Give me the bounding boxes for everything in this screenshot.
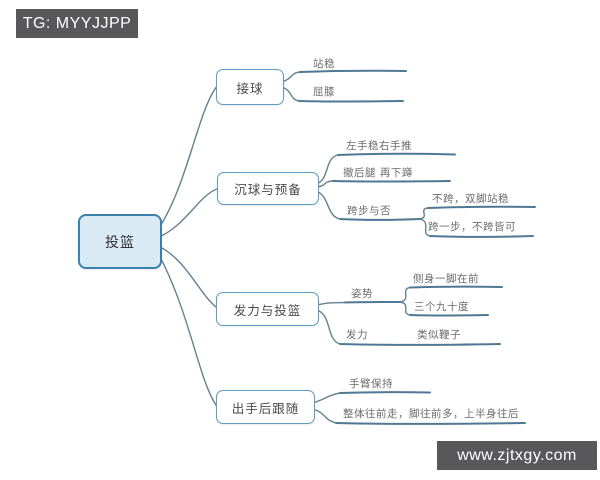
leaf-topic: 姿势 bbox=[351, 288, 373, 300]
leaf-topic: 站稳 bbox=[313, 58, 335, 70]
leaf-topic: 跨步与否 bbox=[347, 205, 391, 217]
subleaf-topic: 类似鞭子 bbox=[417, 329, 461, 341]
subleaf-topic: 三个九十度 bbox=[414, 301, 469, 313]
branch-node-power-and-shoot: 发力与投篮 bbox=[216, 292, 319, 326]
leaf-underline bbox=[339, 343, 501, 346]
leaf-underline bbox=[337, 152, 456, 156]
subleaf-topic: 不跨，双脚站稳 bbox=[432, 193, 509, 205]
leaf-underline bbox=[339, 218, 421, 221]
connector-line bbox=[316, 309, 341, 345]
leaf-underline bbox=[298, 100, 404, 103]
connector-line bbox=[156, 250, 217, 406]
branch-node-sink-and-prepare: 沉球与预备 bbox=[217, 172, 319, 205]
connector-line bbox=[315, 154, 339, 185]
connector-line bbox=[281, 71, 301, 83]
leaf-underline bbox=[409, 285, 503, 289]
leaf-underline bbox=[339, 391, 431, 394]
leaf-underline bbox=[429, 235, 534, 238]
connector-line bbox=[157, 245, 217, 308]
connector-line bbox=[315, 190, 341, 220]
leaf-underline bbox=[427, 205, 536, 209]
branch-node-catch-ball: 接球 bbox=[216, 69, 284, 105]
leaf-underline bbox=[299, 69, 407, 73]
watermark-url: www.zjtxgy.com bbox=[437, 441, 597, 470]
connector-line bbox=[312, 408, 337, 424]
connector-line bbox=[156, 188, 218, 239]
leaf-topic: 整体往前走，脚往前多，上半身往后 bbox=[343, 408, 519, 420]
leaf-topic: 撤后腿 再下蹲 bbox=[343, 167, 413, 179]
root-topic-node: 投篮 bbox=[78, 214, 162, 269]
leaf-topic: 左手稳右手推 bbox=[346, 140, 412, 152]
leaf-underline bbox=[409, 314, 489, 317]
leaf-underline bbox=[344, 301, 401, 304]
connector-line bbox=[316, 301, 346, 306]
subleaf-topic: 跨一步，不跨皆可 bbox=[428, 221, 516, 233]
leaf-topic: 发力 bbox=[346, 329, 368, 341]
connector-line bbox=[281, 86, 300, 102]
connector-line bbox=[312, 392, 341, 404]
connector-line bbox=[419, 218, 431, 237]
leaf-underline bbox=[332, 180, 451, 183]
subleaf-topic: 侧身一脚在前 bbox=[413, 273, 479, 285]
leaf-topic: 手臂保持 bbox=[349, 378, 393, 390]
connector-line bbox=[419, 207, 429, 220]
leaf-topic: 屈膝 bbox=[313, 86, 335, 98]
leaf-underline bbox=[335, 422, 526, 425]
connector-line bbox=[399, 286, 411, 303]
telegram-badge: TG: MYYJJPP bbox=[16, 9, 138, 38]
branch-node-follow-through: 出手后跟随 bbox=[216, 390, 315, 424]
connector-line bbox=[399, 301, 411, 316]
connector-line bbox=[156, 84, 219, 232]
